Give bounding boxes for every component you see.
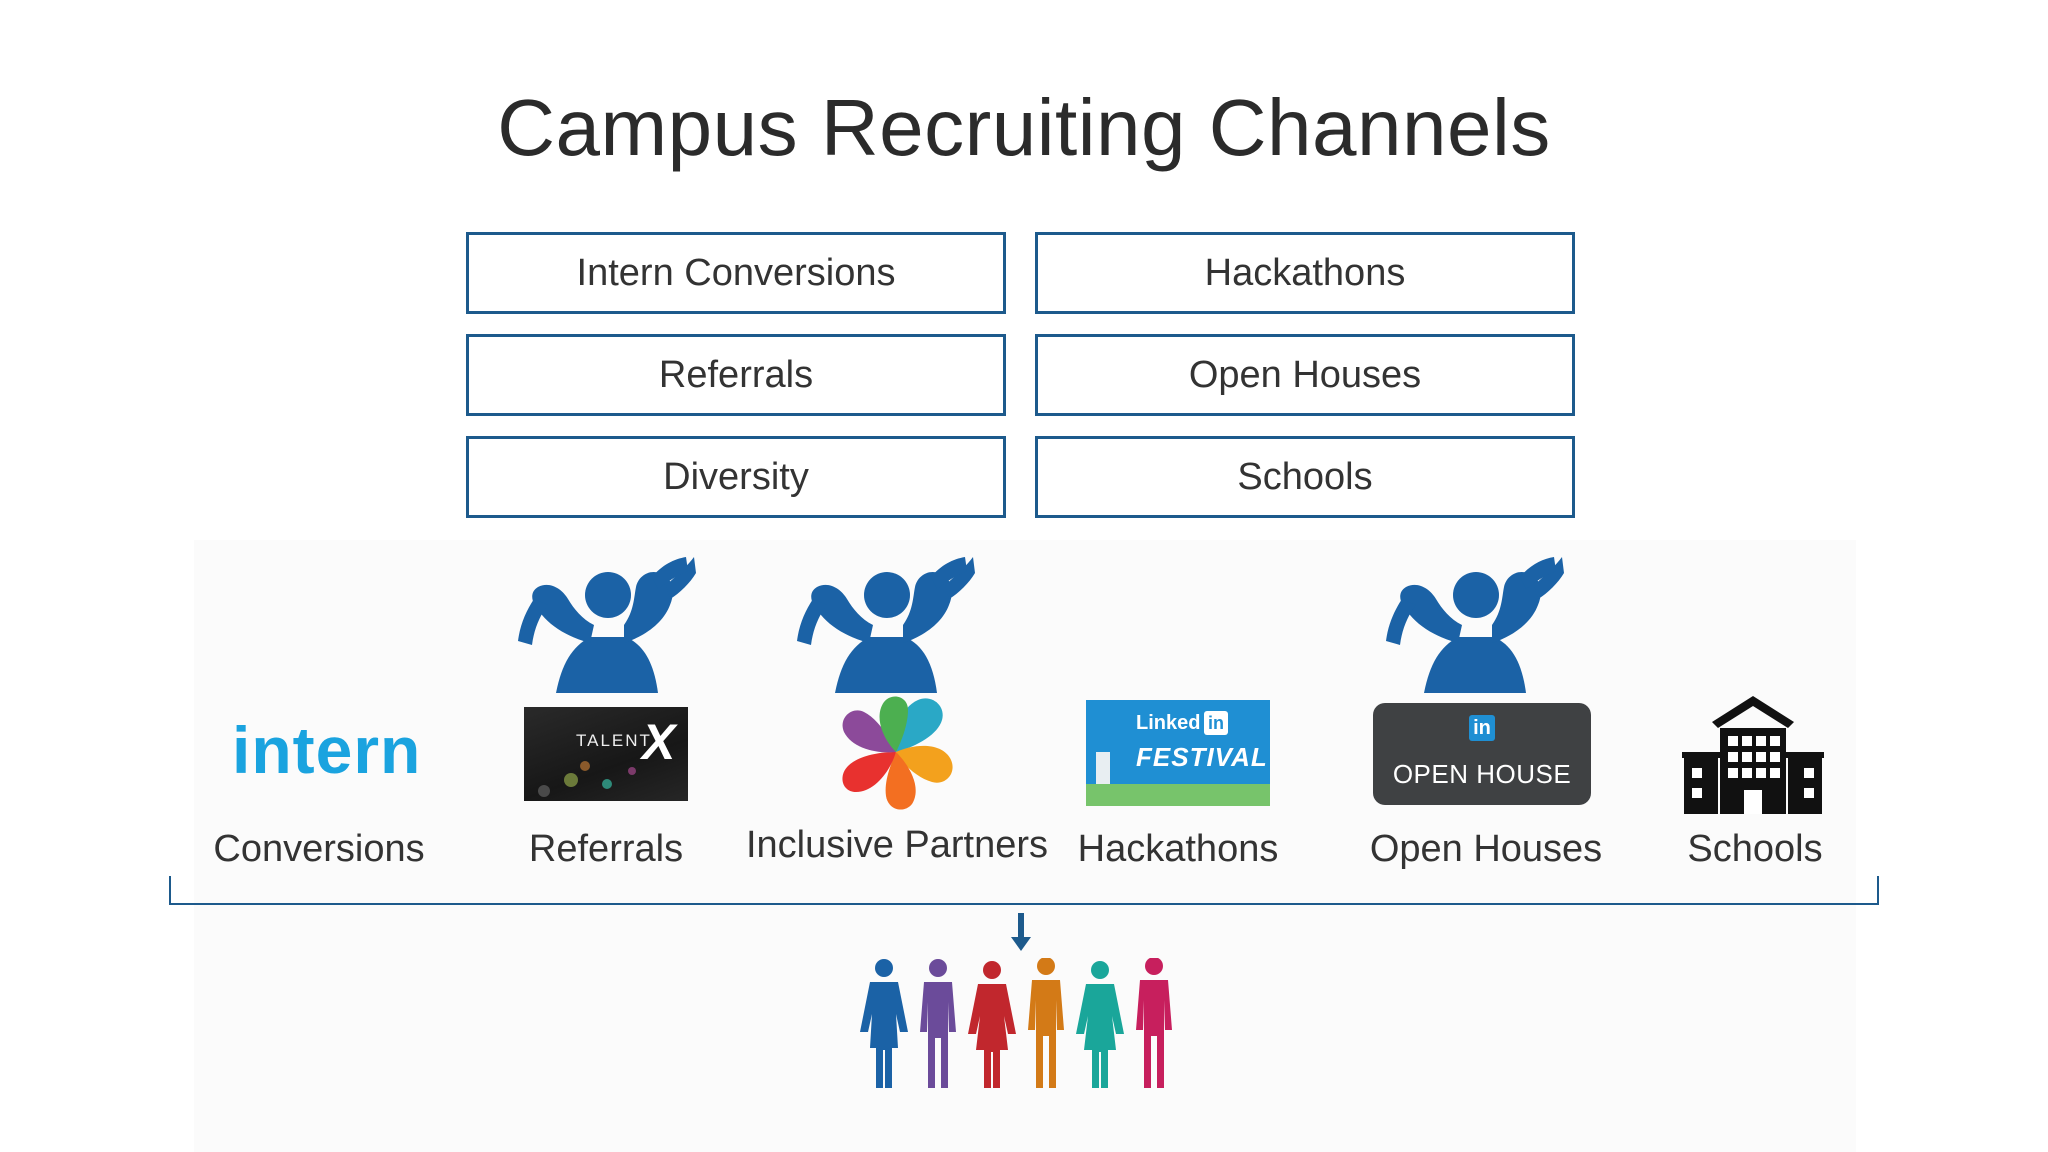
open-house-text: OPEN HOUSE bbox=[1392, 759, 1572, 789]
person-icon bbox=[1028, 958, 1064, 1088]
label-referrals: Referrals bbox=[528, 828, 684, 870]
intern-logo: intern bbox=[232, 713, 422, 787]
box-open-houses: Open Houses bbox=[1035, 334, 1575, 416]
decor-dot bbox=[580, 761, 590, 771]
talentx-logo: TALENT X bbox=[524, 707, 688, 801]
festival-wordmark: FESTIVAL bbox=[1136, 742, 1268, 772]
person-icon bbox=[860, 959, 908, 1088]
strongman-icon bbox=[518, 557, 696, 693]
decor-dot bbox=[602, 779, 612, 789]
petal-logo-icon bbox=[842, 696, 953, 810]
tower-graphic bbox=[1096, 752, 1110, 792]
label-hackathons: Hackathons bbox=[1077, 828, 1279, 870]
linkedin-in-badge: in bbox=[1469, 715, 1495, 741]
person-icon bbox=[968, 961, 1016, 1088]
talent-x-mark: X bbox=[642, 714, 676, 770]
down-arrow-icon bbox=[1011, 913, 1031, 951]
decor-dot bbox=[538, 785, 550, 797]
strongman-icon bbox=[1386, 557, 1564, 693]
decor-dot bbox=[628, 767, 636, 775]
box-intern-conversions: Intern Conversions bbox=[466, 232, 1006, 314]
label-open-houses: Open Houses bbox=[1369, 828, 1603, 870]
slide-background-panel bbox=[194, 540, 1856, 1152]
label-inclusive-partners: Inclusive Partners bbox=[745, 824, 1049, 866]
open-house-logo: in OPEN HOUSE bbox=[1373, 703, 1591, 805]
building-icon bbox=[1682, 696, 1824, 814]
label-conversions: Conversions bbox=[213, 828, 425, 870]
talent-text: TALENT bbox=[576, 731, 652, 750]
grouping-bracket bbox=[169, 876, 1879, 905]
person-icon bbox=[1136, 958, 1172, 1088]
slide-title: Campus Recruiting Channels bbox=[497, 83, 1551, 172]
box-diversity: Diversity bbox=[466, 436, 1006, 518]
person-icon bbox=[920, 959, 956, 1088]
decor-dot bbox=[564, 773, 578, 787]
strongman-icon bbox=[797, 557, 975, 693]
people-group-icon bbox=[860, 958, 1172, 1088]
person-icon bbox=[1076, 961, 1124, 1088]
box-referrals: Referrals bbox=[466, 334, 1006, 416]
label-schools: Schools bbox=[1687, 828, 1823, 870]
linkedin-in-badge: in bbox=[1204, 711, 1228, 735]
ground-graphic bbox=[1086, 784, 1270, 806]
linkedin-festival-logo: Linked in FESTIVAL bbox=[1086, 700, 1270, 806]
box-schools: Schools bbox=[1035, 436, 1575, 518]
box-hackathons: Hackathons bbox=[1035, 232, 1575, 314]
linkedin-wordmark: Linked bbox=[1136, 712, 1201, 734]
